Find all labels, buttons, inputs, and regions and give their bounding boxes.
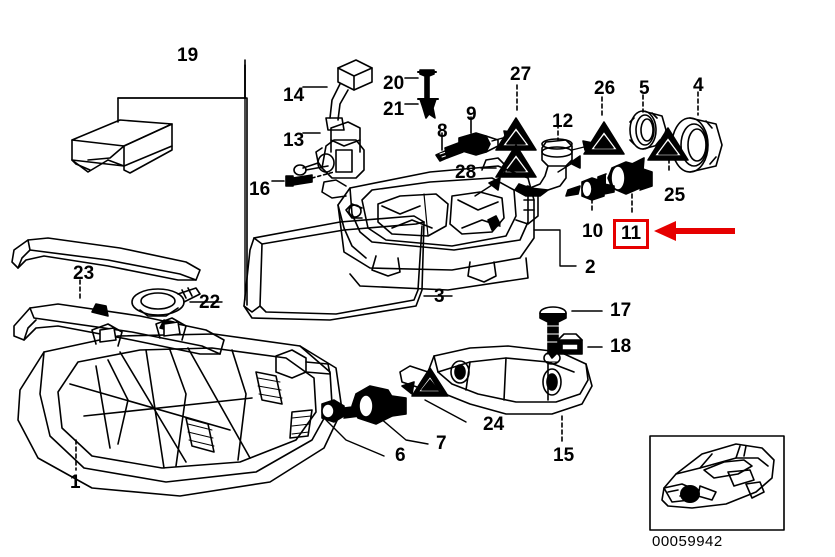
callout-26: 26 (594, 78, 616, 99)
part-19-control-module (71, 59, 248, 306)
callout-21: 21 (383, 99, 405, 120)
part-26-symbol-triangle (557, 96, 625, 173)
callout-1: 1 (70, 472, 81, 493)
callout-15: 15 (553, 445, 575, 466)
part-1-headlight-lens-assembly (17, 317, 343, 497)
part-22-retainer-clip (131, 287, 223, 317)
callout-11-highlighted: 11 (613, 219, 650, 249)
part-14-connector-lead (302, 59, 373, 131)
part-17-screw-fastener (539, 306, 603, 359)
callout-24: 24 (483, 414, 505, 435)
callout-3: 3 (434, 286, 445, 307)
part-25-symbol-triangle (619, 127, 689, 175)
callout-13: 13 (283, 130, 305, 151)
part-15-mounting-bracket (399, 345, 593, 445)
callout-16: 16 (249, 179, 271, 200)
part-27-symbol-triangle (495, 84, 537, 151)
part-10-bulb-socket-small (565, 177, 615, 213)
part-3-headlight-gasket (243, 215, 453, 321)
highlight-arrow (654, 221, 735, 241)
callout-23: 23 (73, 263, 95, 284)
callout-7: 7 (436, 433, 447, 454)
part-18-nut-clip (557, 333, 603, 355)
callout-6: 6 (395, 445, 406, 466)
callout-25: 25 (664, 185, 686, 206)
callout-9: 9 (466, 104, 477, 125)
callout-20: 20 (383, 73, 405, 94)
callout-10: 10 (582, 221, 604, 242)
callout-27: 27 (510, 64, 532, 85)
part-23-trim-strip-upper (11, 237, 201, 301)
vehicle-thumbnail (649, 435, 785, 531)
drawing-number: 00059942 (652, 533, 723, 550)
callout-14: 14 (283, 85, 305, 106)
callout-17: 17 (610, 300, 632, 321)
part-21-clip-grommet (404, 98, 439, 119)
callout-5: 5 (639, 78, 650, 99)
part-16-pin-screw (271, 171, 335, 187)
part-13-bulb-socket (293, 121, 365, 179)
callout-4: 4 (693, 75, 704, 96)
callout-22: 22 (199, 292, 221, 313)
callout-2: 2 (585, 257, 596, 278)
part-7-bulb-socket (351, 385, 429, 445)
callout-8: 8 (437, 121, 448, 142)
callout-28: 28 (455, 162, 477, 183)
callout-19: 19 (177, 45, 199, 66)
part-2-headlight-housing (321, 157, 577, 291)
callout-18: 18 (610, 336, 632, 357)
callout-12: 12 (552, 111, 574, 132)
part-4-bulb-cover-large (671, 91, 723, 173)
